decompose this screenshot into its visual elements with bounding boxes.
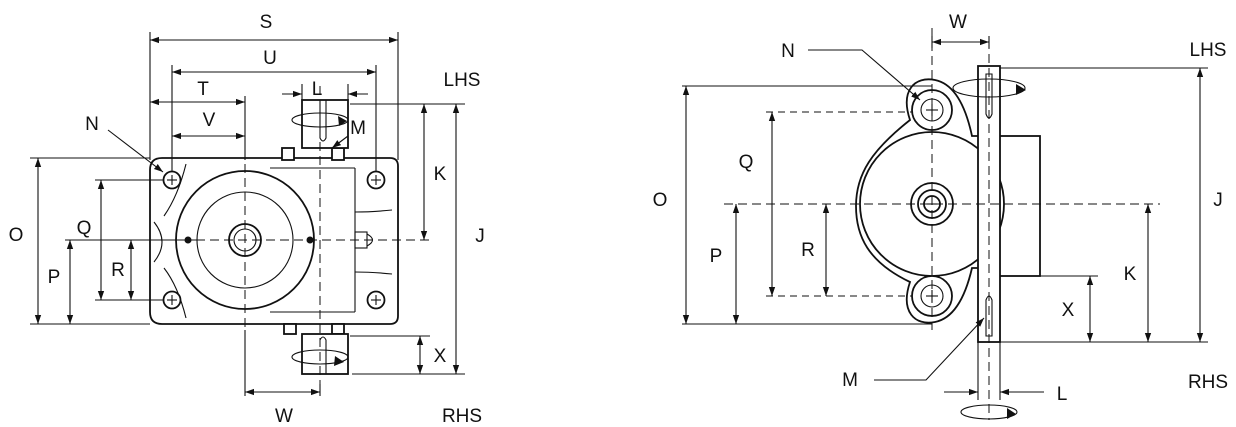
dim-label-q: Q: [77, 218, 92, 239]
mounting-hole: [366, 290, 386, 310]
dim-label-k: K: [1124, 264, 1137, 285]
label-rhs: RHS: [1188, 372, 1228, 393]
dim-label-t: T: [197, 79, 209, 100]
dim-label-x: X: [434, 346, 447, 367]
dim-label-k: K: [434, 164, 447, 185]
mounting-hole: [162, 170, 182, 190]
dim-label-l: L: [312, 79, 323, 100]
dim-label-s: S: [260, 12, 273, 33]
dim-label-l: L: [1057, 384, 1068, 405]
dimension-lines: [682, 38, 1204, 396]
dim-label-o: O: [653, 190, 668, 211]
dim-label-j: J: [1213, 190, 1223, 211]
side-view: W N LHS Q O J R P K X M RHS L: [653, 12, 1228, 420]
dim-label-m: M: [350, 118, 366, 139]
front-view: S U T L V N M K O Q J P R X W LHS RHS: [9, 12, 485, 427]
dim-label-m: M: [842, 370, 858, 391]
dim-label-q: Q: [739, 152, 754, 173]
dim-label-w: W: [949, 12, 967, 33]
dim-label-n: N: [85, 114, 99, 135]
housing-outline: [149, 157, 399, 325]
dim-label-r: R: [801, 240, 815, 261]
label-rhs: RHS: [442, 406, 482, 427]
dim-label-u: U: [263, 48, 277, 69]
mounting-hole: [366, 170, 386, 190]
dim-label-o: O: [9, 225, 24, 246]
mounting-hole: [911, 89, 953, 131]
dim-label-n: N: [781, 41, 795, 62]
dim-label-j: J: [475, 226, 485, 247]
dim-label-p: P: [48, 267, 61, 288]
dim-label-w: W: [275, 406, 293, 427]
dim-label-r: R: [111, 260, 125, 281]
dim-label-v: V: [203, 110, 216, 131]
dimension-lines: [34, 36, 460, 396]
extension-lines: [682, 36, 1208, 400]
mounting-hole: [162, 290, 182, 310]
label-lhs: LHS: [1190, 40, 1227, 61]
dim-label-p: P: [710, 246, 723, 267]
label-lhs: LHS: [444, 70, 481, 91]
dim-label-x: X: [1062, 300, 1075, 321]
